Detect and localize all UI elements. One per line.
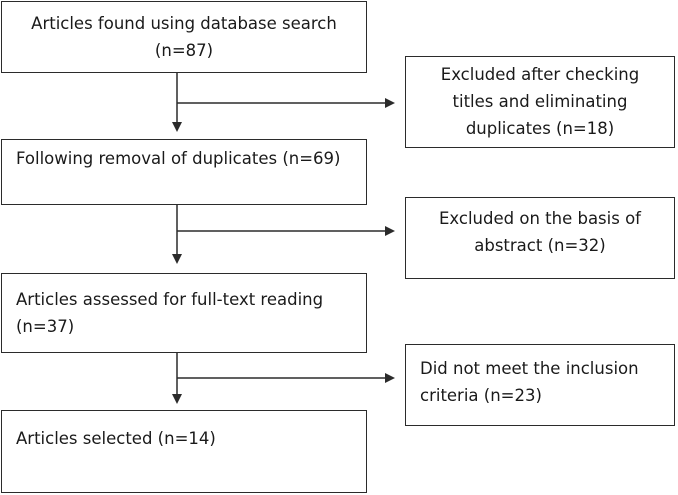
step-3-line-2: (n=37) <box>16 317 75 336</box>
exclusion-2-line-1: Excluded on the basis of <box>439 209 641 228</box>
exclusion-1-line-1: Excluded after checking <box>440 65 640 84</box>
step-box-database-search: Articles found using database search (n=… <box>1 1 367 73</box>
step-box-full-text-assessment: Articles assessed for full-text reading … <box>1 273 367 353</box>
step-1-line-2: (n=87) <box>154 41 214 60</box>
exclusion-1-line-2: titles and eliminating <box>452 92 628 111</box>
step-4-line-1: Articles selected (n=14) <box>16 429 216 448</box>
exclusion-3-line-2: criteria (n=23) <box>420 386 542 405</box>
exclusion-1-line-3: duplicates (n=18) <box>465 119 615 138</box>
exclusion-box-inclusion-criteria: Did not meet the inclusion criteria (n=2… <box>405 344 675 426</box>
step-box-articles-selected: Articles selected (n=14) <box>1 410 367 493</box>
step-box-removal-duplicates: Following removal of duplicates (n=69) <box>1 139 367 205</box>
exclusion-box-abstract: Excluded on the basis of abstract (n=32) <box>405 197 675 279</box>
step-2-line-1: Following removal of duplicates (n=69) <box>16 149 341 168</box>
exclusion-3-line-1: Did not meet the inclusion <box>420 359 639 378</box>
exclusion-2-line-2: abstract (n=32) <box>474 236 606 255</box>
step-3-line-1: Articles assessed for full-text reading <box>16 290 324 309</box>
step-1-line-1: Articles found using database search <box>31 14 337 33</box>
exclusion-box-titles-duplicates: Excluded after checking titles and elimi… <box>405 56 675 148</box>
